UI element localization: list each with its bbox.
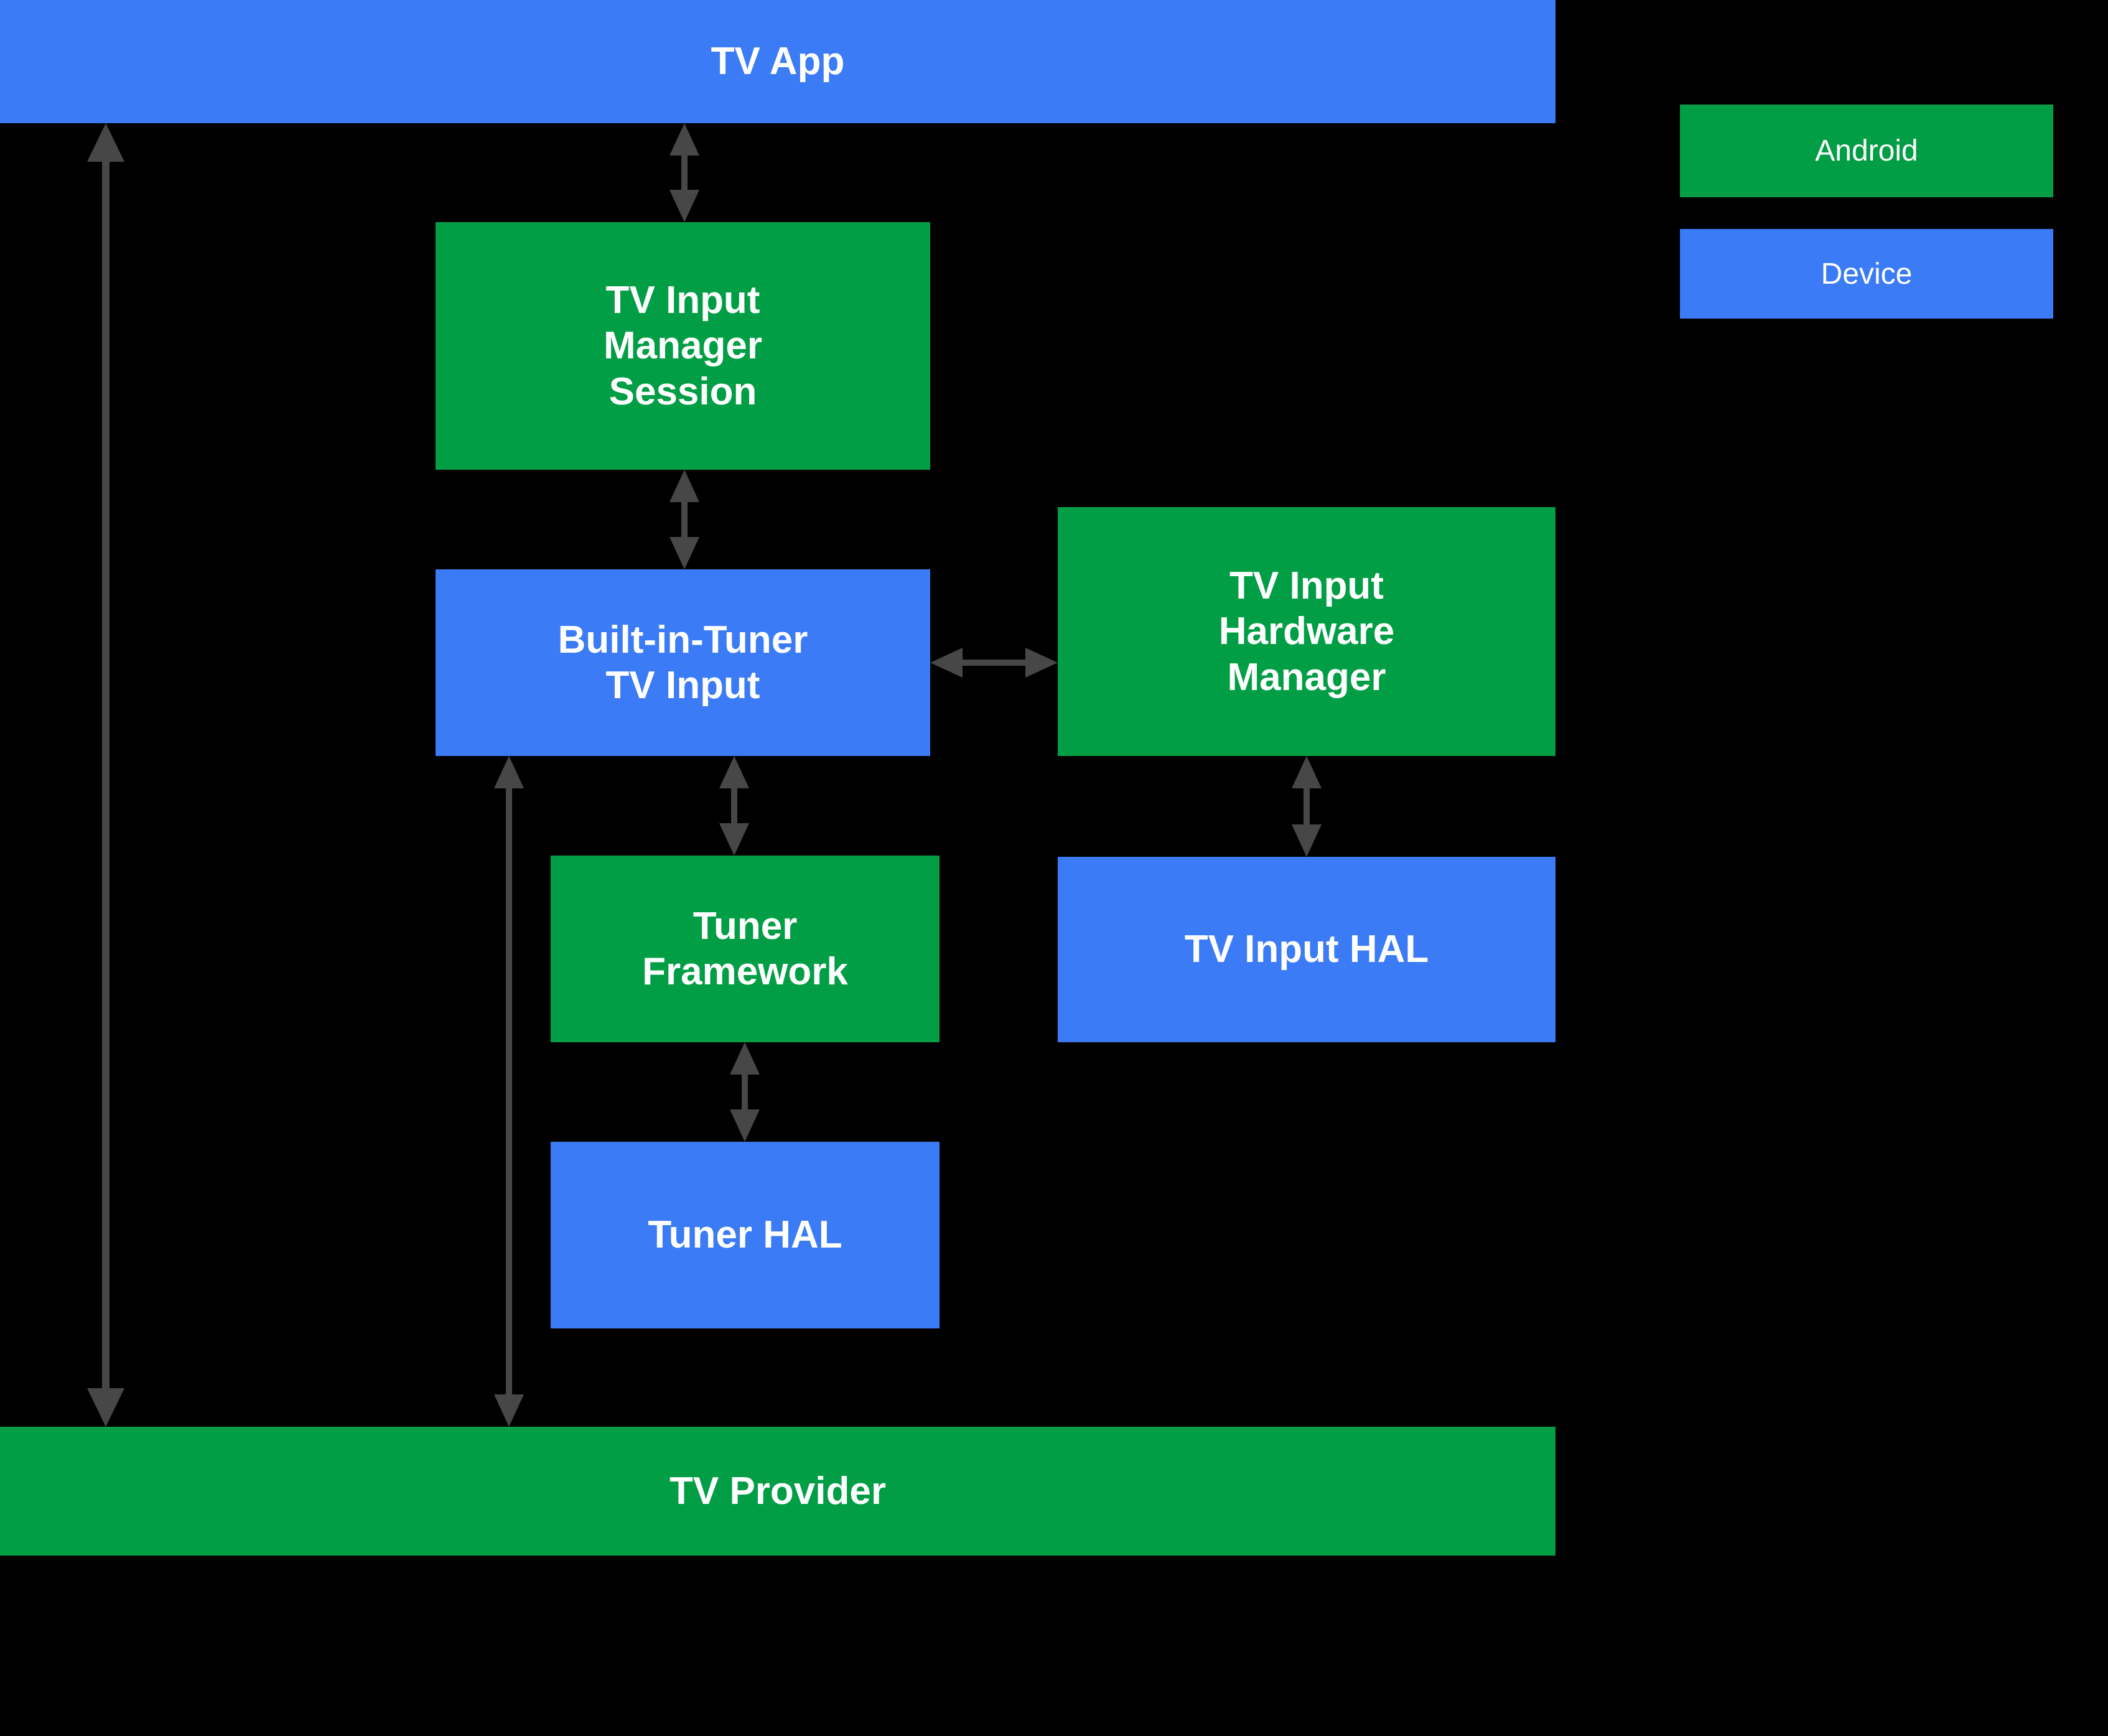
edge-tuner-framework-tuner-hal bbox=[730, 1042, 760, 1142]
node-built-in-tuner-tv-input: Built-in-Tuner TV Input bbox=[436, 569, 930, 756]
arrowhead-down bbox=[730, 1109, 760, 1142]
node-label: TV App bbox=[711, 40, 845, 83]
node-label: Tuner Framework bbox=[642, 904, 848, 993]
arrowhead-up bbox=[494, 756, 524, 788]
node-tv-input-hardware-manager: TV Input Hardware Manager bbox=[1058, 507, 1555, 756]
arrowhead-down bbox=[1292, 824, 1322, 857]
arrowhead-down bbox=[719, 823, 749, 856]
edge-built-in-tuner-tuner-framework bbox=[719, 756, 749, 856]
arrowhead-up bbox=[669, 123, 699, 156]
edge-built-in-tuner-hardware-manager bbox=[930, 648, 1058, 678]
node-tuner-hal: Tuner HAL bbox=[551, 1142, 940, 1328]
node-tuner-framework: Tuner Framework bbox=[551, 856, 940, 1042]
arrowhead-up bbox=[87, 123, 124, 162]
arrowhead-left bbox=[930, 648, 963, 678]
edge-hardware-manager-tv-input-hal bbox=[1292, 756, 1322, 857]
arrowhead-down bbox=[669, 190, 699, 222]
node-label: Built-in-Tuner TV Input bbox=[557, 618, 808, 707]
edge-built-in-tuner-tv-provider bbox=[494, 756, 524, 1427]
node-tv-input-hal: TV Input HAL bbox=[1058, 857, 1555, 1042]
arrowhead-down bbox=[87, 1388, 124, 1427]
arrowhead-up bbox=[669, 470, 699, 502]
legend-label: Device bbox=[1821, 257, 1913, 291]
arrowhead-up bbox=[1292, 756, 1322, 788]
arrowhead-down bbox=[669, 537, 699, 569]
edge-tv-app-tv-input-manager-session bbox=[669, 123, 699, 222]
node-tv-input-manager-session: TV Input Manager Session bbox=[436, 222, 930, 470]
node-label: TV Provider bbox=[669, 1469, 886, 1513]
node-label: TV Input Manager Session bbox=[604, 279, 762, 413]
arrowhead-down bbox=[494, 1394, 524, 1427]
legend-label: Android bbox=[1815, 134, 1918, 167]
legend-device: Device bbox=[1680, 229, 2053, 319]
edge-tv-app-tv-provider bbox=[87, 123, 124, 1427]
edge-session-built-in-tuner bbox=[669, 470, 699, 569]
legend-android: Android bbox=[1680, 105, 2053, 197]
node-tv-provider: TV Provider bbox=[0, 1427, 1555, 1556]
node-tv-app: TV App bbox=[0, 0, 1555, 123]
arrowhead-right bbox=[1025, 648, 1058, 678]
arrowhead-up bbox=[719, 756, 749, 788]
node-label: Tuner HAL bbox=[648, 1213, 842, 1257]
node-label: TV Input Hardware Manager bbox=[1218, 564, 1395, 699]
node-label: TV Input HAL bbox=[1184, 928, 1429, 971]
arrowhead-up bbox=[730, 1042, 760, 1075]
